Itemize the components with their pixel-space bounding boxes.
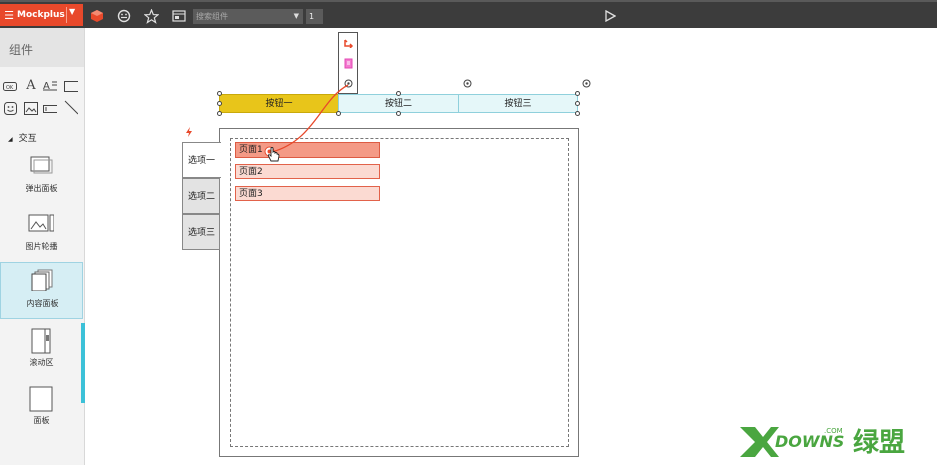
resize-handle[interactable] [217, 111, 222, 116]
widget-label: 面板 [33, 416, 50, 425]
link-arrow-icon[interactable] [343, 38, 354, 48]
image-carousel-icon [28, 214, 54, 232]
popup-panel-icon [30, 156, 53, 174]
widget-label: 内容面板 [26, 299, 59, 308]
widget-image-carousel[interactable]: 图片轮播 [0, 206, 83, 263]
component-cube-icon[interactable] [89, 8, 105, 24]
button-three[interactable]: 按钮三 [458, 94, 578, 113]
resize-handle[interactable] [217, 91, 222, 96]
paragraph-widget-icon[interactable]: A [43, 79, 57, 91]
text-widget-icon[interactable]: A [26, 77, 36, 93]
panel-icon [29, 386, 53, 412]
resize-handle[interactable] [575, 111, 580, 116]
resize-handle[interactable] [336, 111, 341, 116]
link-target-icon[interactable] [463, 79, 472, 88]
interaction-section-header[interactable]: ◢ 交互 [8, 131, 37, 144]
tab-option-three[interactable]: 选项三 [182, 214, 220, 250]
widget-panel[interactable]: 面板 [0, 380, 83, 437]
resize-handle[interactable] [396, 111, 401, 116]
content-panel-widget[interactable] [219, 128, 579, 457]
sidebar-scrollbar[interactable] [81, 323, 85, 403]
resize-handle[interactable] [575, 101, 580, 106]
input-widget-icon[interactable] [43, 103, 57, 115]
emoji-icon[interactable] [116, 8, 132, 24]
svg-text:A: A [43, 81, 50, 91]
widget-label: 滚动区 [29, 358, 54, 367]
content-panel-inner-area [230, 138, 569, 447]
interaction-toolbox [338, 32, 358, 94]
page-number-field[interactable]: 1 [306, 9, 323, 24]
star-icon[interactable] [143, 8, 159, 24]
page-icon[interactable] [344, 58, 353, 69]
app-name: Mockplus [17, 10, 65, 20]
component-sidebar: 组件 OK A A ◢ 交互 弹出面板 图片轮播 内容面板 滚动区 面板 [0, 28, 85, 465]
sidebar-title: 组件 [0, 28, 84, 67]
hand-cursor-icon [267, 147, 280, 162]
svg-text:OK: OK [6, 85, 14, 91]
top-toolbar: ☰ Mockplus ▼ 搜索组件 ▼ 1 [0, 0, 937, 28]
resize-handle[interactable] [396, 91, 401, 96]
tab-option-two[interactable]: 选项二 [182, 178, 220, 214]
chevron-down-icon[interactable]: ▼ [293, 12, 299, 20]
link-connector-line [271, 84, 349, 153]
collapse-triangle-icon[interactable]: ◢ [8, 136, 13, 143]
lightning-icon[interactable] [185, 127, 193, 137]
scroll-area-icon [31, 328, 51, 354]
widget-popup-panel[interactable]: 弹出面板 [0, 148, 83, 205]
resize-handle[interactable] [217, 101, 222, 106]
widget-content-panel[interactable]: 内容面板 [0, 262, 83, 319]
component-search-input[interactable]: 搜索组件 ▼ [193, 9, 303, 24]
layout-icon[interactable] [171, 8, 187, 24]
resize-handle[interactable] [575, 91, 580, 96]
content-panel-icon [31, 269, 53, 291]
svg-text:DOWNS: DOWNS [775, 432, 844, 451]
tab-option-one[interactable]: 选项一 [182, 142, 221, 178]
rectangle-widget-icon[interactable] [64, 80, 78, 92]
ok-button-widget-icon[interactable]: OK [3, 80, 17, 92]
search-placeholder: 搜索组件 [196, 12, 228, 21]
svg-text:.COM: .COM [824, 427, 843, 435]
link-target-icon[interactable] [582, 79, 591, 88]
section-label: 交互 [18, 134, 37, 144]
page-item-2[interactable]: 页面2 [235, 164, 380, 179]
page-item-3[interactable]: 页面3 [235, 186, 380, 201]
svg-text:绿盟: 绿盟 [853, 428, 905, 458]
emoji-widget-icon[interactable] [3, 101, 17, 115]
image-widget-icon[interactable] [24, 101, 38, 115]
widget-label: 图片轮播 [25, 242, 58, 251]
menu-icon[interactable]: ☰ [4, 8, 14, 22]
play-icon[interactable] [602, 8, 618, 24]
downxia-watermark-logo: DOWNS .COM 绿盟 [740, 427, 905, 458]
brand-divider [66, 7, 67, 23]
widget-scroll-area[interactable]: 滚动区 [0, 322, 83, 379]
brand-menu-button[interactable]: ☰ Mockplus ▼ [0, 4, 83, 26]
caret-down-icon[interactable]: ▼ [69, 7, 76, 16]
widget-label: 弹出面板 [25, 184, 58, 193]
line-widget-icon[interactable] [64, 100, 78, 114]
